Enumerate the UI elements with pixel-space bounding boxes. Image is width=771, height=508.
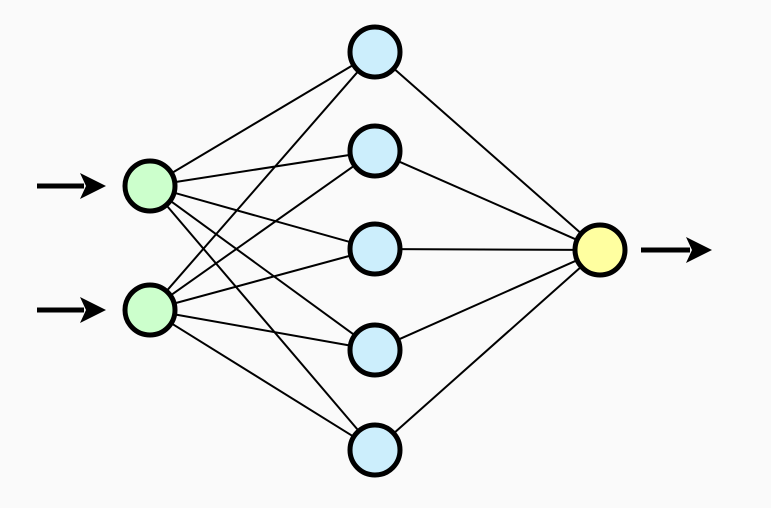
edges-group — [164, 63, 584, 439]
output-arrow-icon — [641, 237, 712, 263]
edge-hid-3-to-out-1 — [398, 248, 577, 251]
edge-hid-5-to-out-1 — [391, 264, 584, 436]
node-hid-1[interactable] — [347, 24, 403, 80]
node-hid-5[interactable] — [347, 422, 403, 478]
node-hid-4[interactable] — [347, 322, 403, 378]
edge-in-2-to-hid-2 — [168, 163, 357, 298]
input-arrow-bottom-icon — [37, 297, 106, 323]
edge-in-2-to-hid-1 — [164, 69, 361, 293]
io-arrows-group — [37, 173, 712, 323]
nodes-group — [122, 24, 628, 478]
input-arrow-top-icon — [37, 173, 106, 199]
edge-in-2-to-hid-3 — [172, 254, 353, 305]
edge-in-1-to-hid-4 — [168, 199, 357, 337]
edge-in-2-to-hid-4 — [172, 313, 353, 347]
node-in-2[interactable] — [122, 282, 178, 338]
edge-hid-2-to-out-1 — [396, 159, 579, 242]
input-arrow-bottom-head — [80, 297, 106, 323]
edge-in-1-to-hid-2 — [173, 153, 352, 184]
node-hid-3[interactable] — [347, 221, 403, 277]
edge-hid-4-to-out-1 — [396, 258, 579, 342]
edge-in-1-to-hid-3 — [172, 191, 353, 244]
node-out-1[interactable] — [572, 222, 628, 278]
output-arrow-head — [686, 237, 712, 263]
edge-in-1-to-hid-5 — [164, 203, 361, 433]
edge-hid-1-to-out-1 — [391, 66, 584, 236]
node-in-1[interactable] — [122, 158, 178, 214]
edge-in-1-to-hid-1 — [169, 63, 356, 175]
node-hid-2[interactable] — [347, 123, 403, 179]
input-arrow-top-head — [80, 173, 106, 199]
edge-in-2-to-hid-5 — [169, 321, 356, 439]
